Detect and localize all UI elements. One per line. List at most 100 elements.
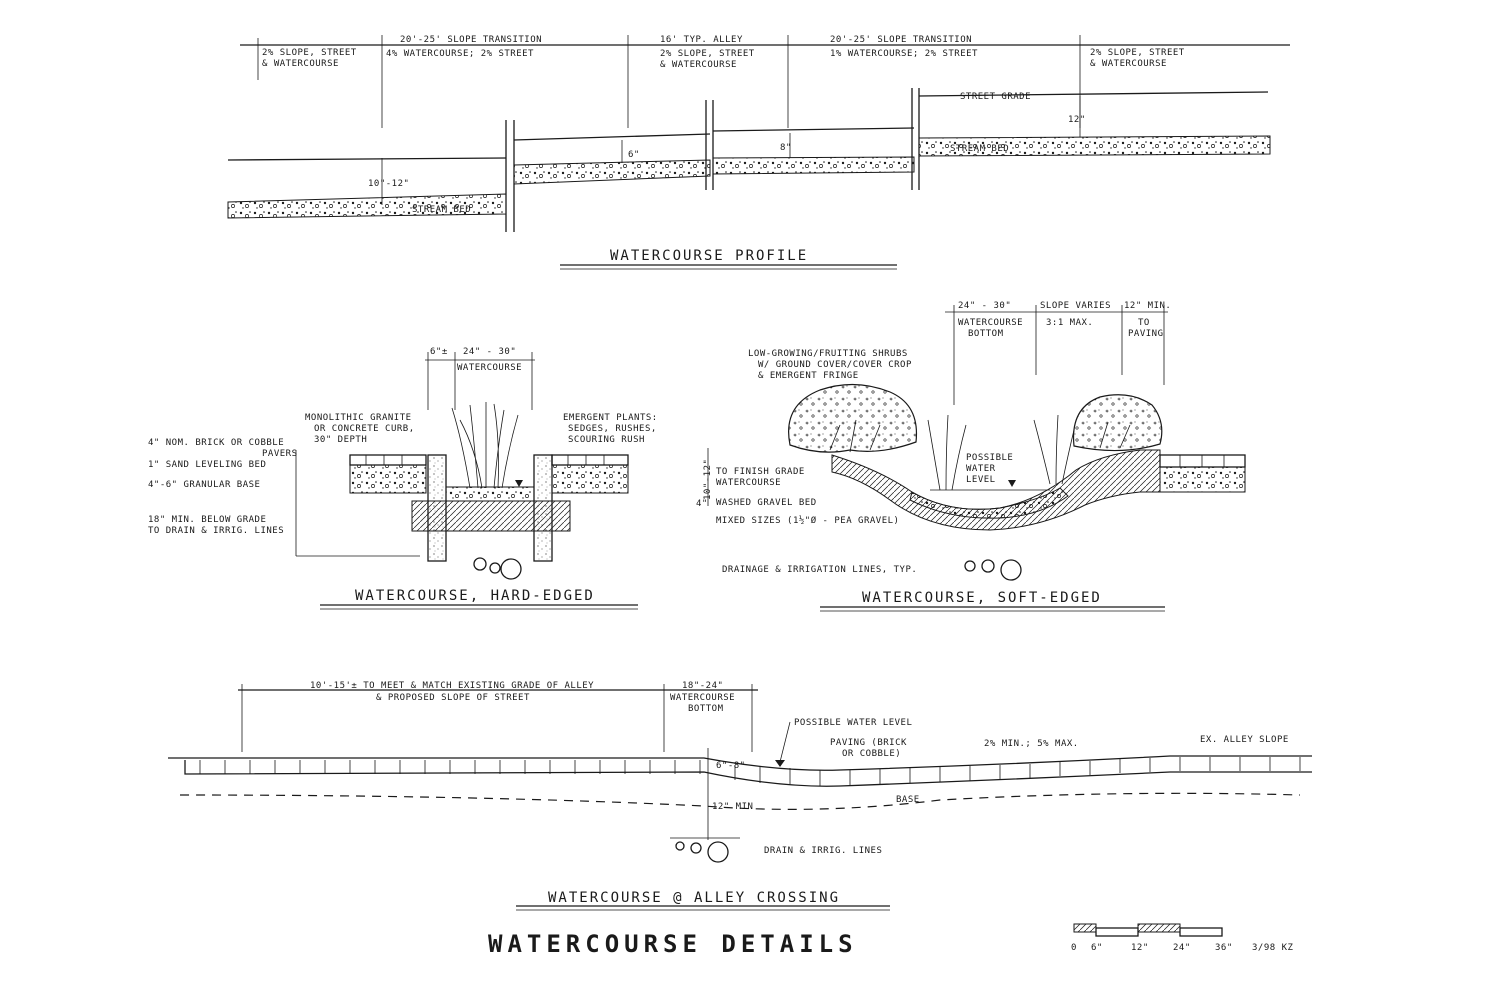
profile-seg3-label-b: 2% SLOPE, STREET xyxy=(660,49,755,59)
alley-water-label: POSSIBLE WATER LEVEL xyxy=(794,718,912,728)
emergent-plants xyxy=(451,402,519,489)
hard-dim-24-30: 24" - 30" xyxy=(463,347,516,357)
hard-edged-title: WATERCOURSE, HARD-EDGED xyxy=(355,588,595,604)
washed-gravel-label: WASHED GRAVEL BED xyxy=(716,498,817,508)
brick-label-a: 4" NOM. BRICK OR COBBLE xyxy=(148,438,284,448)
alley-water-leader xyxy=(779,721,791,763)
scale-label-36: 36" xyxy=(1215,943,1233,953)
curb-label-a: MONOLITHIC GRANITE xyxy=(305,413,412,423)
dim-4: 4" xyxy=(696,499,708,509)
plants-label-a: EMERGENT PLANTS: xyxy=(563,413,658,423)
dim-8in: 8" xyxy=(780,143,792,153)
alley-dim-c1: 18"-24" xyxy=(682,681,723,691)
alley-dim-c2: WATERCOURSE xyxy=(670,693,735,703)
scale-block xyxy=(1095,927,1139,937)
alley-slope-label: 2% MIN.; 5% MAX. xyxy=(984,739,1079,749)
middle-notes: 10"-12" 4" TO FINISH GRADE WATERCOURSE W… xyxy=(696,448,899,526)
water-label-b: WATER xyxy=(966,464,996,474)
sand-label: 1" SAND LEVELING BED xyxy=(148,460,266,470)
soft-irrig-pipe xyxy=(981,559,995,573)
profile-seg1-label-a: 2% SLOPE, STREET xyxy=(262,48,357,58)
profile-section: 2% SLOPE, STREET & WATERCOURSE 20'-25' S… xyxy=(227,35,1290,270)
profile-seg5-label-b: & WATERCOURSE xyxy=(1090,59,1167,69)
stream-bed-label-left: STREAM BED xyxy=(412,205,471,215)
scale-block xyxy=(1179,927,1223,937)
street-line xyxy=(513,133,711,141)
hard-dim-watercourse: WATERCOURSE xyxy=(457,363,522,373)
profile-seg1-label-b: & WATERCOURSE xyxy=(262,59,339,69)
dim-6in: 6" xyxy=(628,150,640,160)
paver-row-right xyxy=(551,454,629,466)
plants-label-b: SEDGES, RUSHES, xyxy=(568,424,657,434)
profile-seg3-label-c: & WATERCOURSE xyxy=(660,60,737,70)
soft-min-b: TO xyxy=(1138,318,1150,328)
below-grade-label-b: TO DRAIN & IRRIG. LINES xyxy=(148,526,284,536)
profile-seg4-label-b: 1% WATERCOURSE; 2% STREET xyxy=(830,49,978,59)
granular-label: 4"-6" GRANULAR BASE xyxy=(148,480,260,490)
profile-seg2-label-b: 4% WATERCOURSE; 2% STREET xyxy=(386,49,534,59)
curb-label-b: OR CONCRETE CURB, xyxy=(314,424,415,434)
washed-gravel-bed xyxy=(445,486,535,502)
profile-seg4-label-a: 20'-25' SLOPE TRANSITION xyxy=(830,35,972,45)
base-left xyxy=(349,464,427,494)
profile-seg2-label-a: 20'-25' SLOPE TRANSITION xyxy=(400,35,542,45)
alley-drain-label: DRAIN & IRRIG. LINES xyxy=(764,846,882,856)
dim-10-12in: 10"-12" xyxy=(368,179,409,189)
plants-label-c: SCOURING RUSH xyxy=(568,435,645,445)
soft-drain-large xyxy=(1000,559,1022,581)
stream-bed-segment xyxy=(712,156,915,175)
soft-bottom-b: BOTTOM xyxy=(968,329,1004,339)
sheet-title: WATERCOURSE DETAILS xyxy=(488,930,858,958)
water-label-c: LEVEL xyxy=(966,475,996,485)
finish-grade-a: TO FINISH GRADE xyxy=(716,467,805,477)
paving-label-b: OR COBBLE) xyxy=(842,749,901,759)
profile-seg5-label-a: 2% SLOPE, STREET xyxy=(1090,48,1185,58)
alley-pipe-small xyxy=(675,841,685,851)
pavement-top xyxy=(168,755,1312,771)
hard-edged-section: 4" NOM. BRICK OR COBBLE PAVERS 1" SAND L… xyxy=(148,347,658,610)
alley-pipe-medium xyxy=(690,842,702,854)
soft-edged-title: WATERCOURSE, SOFT-EDGED xyxy=(862,590,1102,606)
soft-slope-b: 3:1 MAX. xyxy=(1046,318,1093,328)
below-grade-label-a: 18" MIN. BELOW GRADE xyxy=(148,515,266,525)
soft-paver-row xyxy=(1159,454,1246,468)
mixed-sizes-label: MIXED SIZES (1½"Ø - PEA GRAVEL) xyxy=(716,515,899,526)
scale-bar: 0 6" 12" 24" 36" 3/98 KZ xyxy=(1071,923,1294,953)
paver-row-left xyxy=(349,454,427,466)
scale-block xyxy=(1137,923,1181,933)
soft-slope-a: SLOPE VARIES xyxy=(1040,301,1111,311)
profile-seg3-label-a: 16' TYP. ALLEY xyxy=(660,35,743,45)
alley-dim-label-a: 10'-15'± TO MEET & MATCH EXISTING GRADE … xyxy=(310,681,594,691)
street-grade-label: STREET GRADE xyxy=(960,92,1031,102)
stream-bed-segment xyxy=(918,135,1271,157)
scale-label-24: 24" xyxy=(1173,943,1191,953)
soft-min-c: PAVING xyxy=(1128,329,1164,339)
alley-dim-label-b: & PROPOSED SLOPE OF STREET xyxy=(376,693,530,703)
scale-label-6: 6" xyxy=(1091,943,1103,953)
date-initials: 3/98 KZ xyxy=(1252,943,1294,953)
stream-bed-segment xyxy=(513,159,711,185)
shrubs-label-a: LOW-GROWING/FRUITING SHRUBS xyxy=(748,349,908,359)
street-line xyxy=(712,127,915,132)
base-label: BASE xyxy=(896,795,920,805)
alley-dim-c3: BOTTOM xyxy=(688,704,724,714)
shrub-stems xyxy=(829,419,1131,453)
alley-dim-6-8: 6"-8" xyxy=(716,761,746,771)
drain-pipe-large xyxy=(500,558,522,580)
soft-min-a: 12" MIN. xyxy=(1124,301,1171,311)
soft-bottom-a: WATERCOURSE xyxy=(958,318,1023,328)
brick-label-b: PAVERS xyxy=(262,449,298,459)
shrubs-label-b: W/ GROUND COVER/COVER CROP xyxy=(758,360,912,370)
subgrade-hatch xyxy=(411,500,571,532)
paving-label-a: PAVING (BRICK xyxy=(830,738,907,748)
alley-title: WATERCOURSE @ ALLEY CROSSING xyxy=(548,890,840,906)
base-dashed-line xyxy=(179,792,1301,810)
dim-10-12-vertical: 10"-12" xyxy=(703,459,713,500)
soft-paver-base xyxy=(1159,466,1246,493)
profile-title: WATERCOURSE PROFILE xyxy=(610,248,808,264)
shrub-left xyxy=(788,383,918,453)
stream-bed-label-right: STREAM BED xyxy=(950,144,1009,154)
street-line xyxy=(227,157,507,161)
alley-crossing-section: 10'-15'± TO MEET & MATCH EXISTING GRADE … xyxy=(168,681,1312,911)
